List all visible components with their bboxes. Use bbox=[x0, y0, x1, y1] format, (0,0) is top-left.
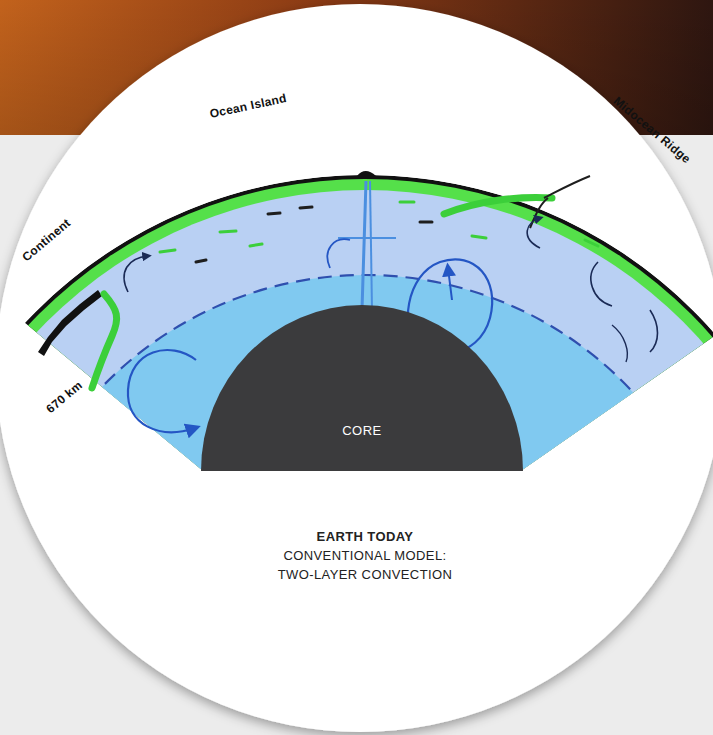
subducting-slab bbox=[92, 294, 117, 388]
mantle-fleck bbox=[220, 231, 236, 232]
convection-arrow bbox=[448, 268, 452, 300]
ocean-island-bump bbox=[357, 171, 376, 176]
boundary-670 bbox=[0, 275, 713, 735]
slab-edge bbox=[544, 176, 590, 198]
upper-curl bbox=[124, 256, 148, 292]
upper-curl bbox=[591, 262, 612, 306]
core-region: CORE bbox=[201, 305, 523, 471]
core-shape bbox=[201, 305, 523, 471]
mantle-fleck bbox=[268, 213, 280, 214]
mantle-plume bbox=[362, 181, 366, 310]
mantle-fleck bbox=[250, 244, 262, 246]
upper-mantle bbox=[0, 190, 713, 735]
mantle-fleck bbox=[300, 207, 312, 208]
core-fill bbox=[201, 305, 523, 471]
upper-curl bbox=[650, 310, 658, 352]
mantle-fleck bbox=[160, 250, 175, 252]
continent-block bbox=[38, 290, 102, 356]
figure-title: EARTH TODAY bbox=[265, 527, 465, 546]
convection-loop bbox=[128, 350, 196, 432]
mantle-plume bbox=[370, 181, 372, 310]
figure-caption: CONVENTIONAL MODEL: TWO-LAYER CONVECTION bbox=[265, 546, 465, 584]
mantle-fleck bbox=[196, 260, 206, 262]
mantle-fleck bbox=[472, 236, 486, 238]
slab-edge bbox=[530, 198, 548, 228]
mantle-fleck bbox=[585, 240, 598, 246]
earth-layers bbox=[0, 175, 713, 735]
upper-curl bbox=[612, 325, 627, 362]
upper-curl bbox=[327, 239, 350, 268]
mantle-fleck bbox=[420, 221, 432, 224]
mantle-fleck bbox=[400, 201, 414, 204]
core-label: CORE bbox=[201, 423, 523, 438]
lower-mantle bbox=[0, 275, 713, 735]
upper-curl bbox=[527, 218, 540, 248]
subducting-slab bbox=[444, 198, 552, 214]
lithosphere bbox=[0, 179, 713, 735]
crust bbox=[0, 175, 713, 735]
